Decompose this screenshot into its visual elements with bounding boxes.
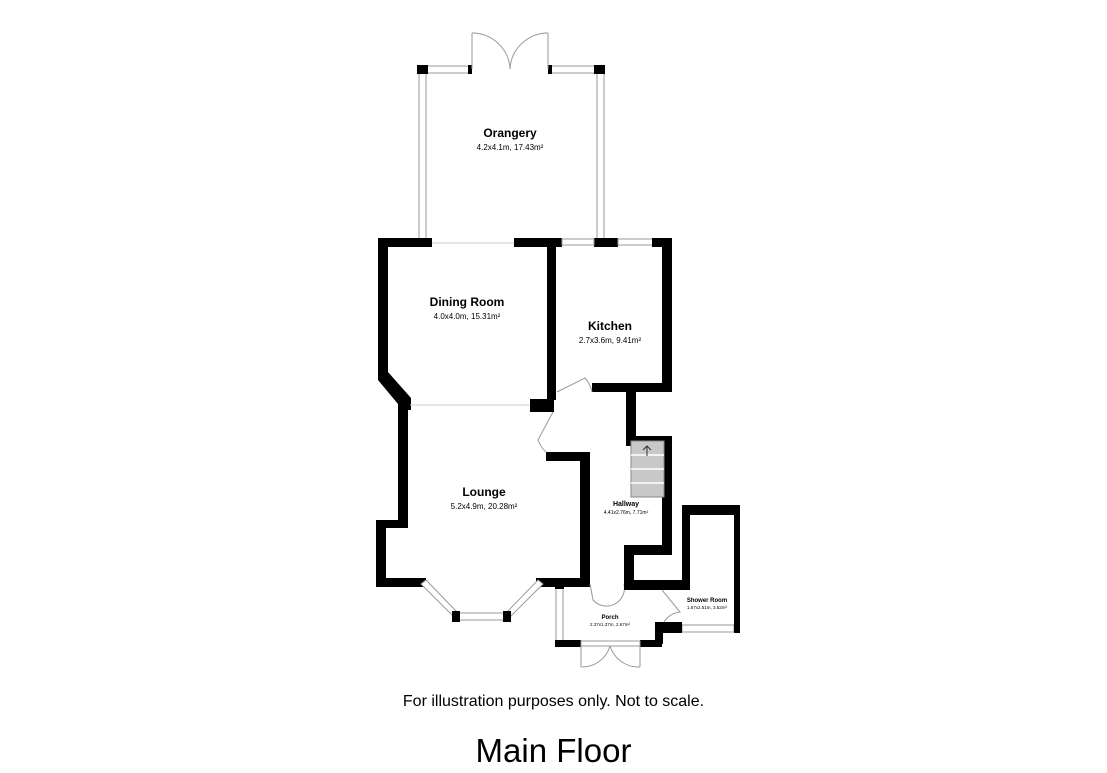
kitchen-window-2 [617,238,655,246]
disclaimer-text: For illustration purposes only. Not to s… [402,693,705,710]
orangery-dimensions: 4.2x4.1m, 17.43m² [477,143,544,152]
kitchen-door [556,377,593,393]
lounge-bay-window [420,579,544,622]
kitchen-window [561,238,595,246]
shower-window [681,624,735,633]
shower-room: Shower Room 1.67x2.51m, 3.52m² [624,505,740,644]
porch-front-glazing [580,640,641,647]
porch-double-doors [580,645,641,668]
porch: Porch 2.37x1.37m, 2.67m² [555,584,662,668]
porch-label: Porch [601,615,618,621]
shower-room-dimensions: 1.67x2.51m, 3.52m² [687,605,728,610]
porch-west-glazing [555,586,564,645]
hallway-label: Hallway [613,501,639,508]
kitchen-room: Kitchen 2.7x3.6m, 9.41m² [556,238,672,393]
orangery-label: Orangery [483,126,537,140]
lounge-dimensions: 5.2x4.9m, 20.28m² [451,502,518,511]
kitchen-dimensions: 2.7x3.6m, 9.41m² [579,336,642,345]
hallway-door [589,583,625,607]
dining-room: Dining Room 4.0x4.0m, 15.31m² [378,238,556,412]
shower-room-label: Shower Room [687,598,727,604]
lounge-label: Lounge [462,485,506,499]
orangery-east-glazing [596,69,605,241]
lounge-east-wall [536,452,590,587]
lounge-door [537,411,554,453]
kitchen-label: Kitchen [588,319,632,333]
dining-room-label: Dining Room [430,295,505,309]
dining-west-wall [378,238,411,410]
orangery-west-glazing [418,69,427,241]
lounge-west-wall [376,404,426,587]
orangery-french-doors [471,32,549,70]
hallway-east-wall [624,392,672,584]
chimney-breast [530,399,554,412]
floor-title: Main Floor [475,732,632,769]
shower-room-walls [624,505,740,633]
hallway: Hallway 4.41x2.76m, 7.71m² [589,392,672,607]
porch-dimensions: 2.37x1.37m, 2.67m² [590,622,631,627]
hallway-dimensions: 4.41x2.76m, 7.71m² [604,510,649,516]
stair-arrow-icon [642,445,652,456]
orangery-room: Orangery 4.2x4.1m, 17.43m² [417,32,605,241]
shower-door [661,589,681,623]
dining-room-dimensions: 4.0x4.0m, 15.31m² [434,312,501,321]
staircase [630,440,665,498]
lounge-room: Lounge 5.2x4.9m, 20.28m² [376,404,590,622]
